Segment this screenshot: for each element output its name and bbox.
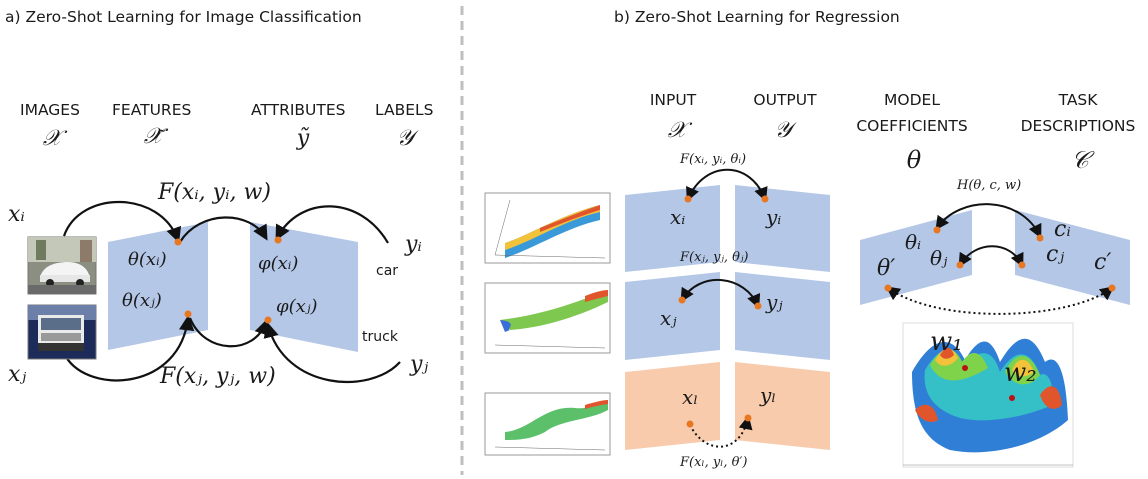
output-y-l: yₗ [760,383,777,407]
features-symbol: 𝒳̃ [143,124,163,149]
images-symbol: 𝒳 [42,126,62,151]
images-header: IMAGES [20,101,80,119]
arrow-xl-yl [689,415,753,448]
panel-a-title: a) Zero-Shot Learning for Image Classifi… [5,8,362,26]
output-y-j: yⱼ [766,290,783,314]
truck-photo [27,304,97,360]
arrow-theta-j-cj [958,245,1024,268]
task-symbol: 𝒞 [1071,146,1089,174]
task-plane [1015,210,1130,305]
theta-i-coef: θᵢ [905,230,922,254]
y-j-label: yⱼ [410,352,429,377]
phi-i-label: φ(xᵢ) [258,253,299,274]
arrow-xj-yj [680,278,761,309]
output-plane-j [735,272,830,360]
arrow-theta-j-to-phi-j [188,317,270,348]
input-plane-i [625,185,720,272]
attributes-symbol: ỹ [296,126,310,151]
x-j-label: xⱼ [8,362,27,387]
surface-thumb-3 [484,392,611,456]
output-y-i: yᵢ [766,205,782,229]
output-plane-l [735,362,830,450]
surface-thumb-2 [484,282,611,354]
w1-label: w₁ [930,327,963,357]
panel-b-title: b) Zero-Shot Learning for Regression [614,8,900,26]
dot-theta-j [184,310,192,318]
loss-landscape [902,322,1074,468]
w2-label: w₂ [1004,358,1037,388]
features-plane [108,222,208,350]
labels-symbol: 𝒴 [396,126,414,151]
theta-j-label: θ(xⱼ) [122,290,162,311]
dot-theta-i [174,238,182,246]
arrow-xi-to-theta-i [62,200,182,243]
surface-thumb-1 [484,192,611,264]
task-header-2: DESCRIPTIONS [1020,117,1136,135]
arrow-yj-to-phi-j [263,322,401,384]
arrow-theta-i-ci [935,203,1042,239]
c-i-desc: cᵢ [1054,217,1071,242]
task-header-1: TASK [1058,91,1098,109]
attributes-plane [250,222,358,352]
f-l-label: F(xₗ, yₗ, θ′) [680,455,748,470]
x-i-label: xᵢ [8,202,25,227]
car-photo [27,236,97,295]
input-x-l: xₗ [682,385,699,409]
input-symbol: 𝒳 [667,118,687,143]
theta-i-label: θ(xᵢ) [128,249,167,270]
arrow-xi-yi [686,168,768,202]
dot-phi-i [274,236,282,244]
arrow-theta-p-cp [885,286,1115,315]
f-i-label: F(xᵢ, yᵢ, θᵢ) [680,152,747,167]
features-header: FEATURES [112,101,192,119]
input-header: INPUT [649,91,697,109]
arrow-xj-to-theta-j [65,314,195,382]
output-header: OUTPUT [753,91,817,109]
truck-label: truck [362,329,398,345]
h-label: H(θ, c, w) [957,178,1022,193]
car-label: car [376,263,399,279]
model-symbol: θ [906,146,922,174]
input-x-i: xᵢ [670,205,686,229]
c-prime-desc: c′ [1094,250,1112,275]
f-j-label: F(xⱼ, yⱼ, θⱼ) [680,250,749,265]
model-header-2: COEFFICIENTS [856,117,968,135]
phi-j-label: φ(xⱼ) [276,296,318,317]
output-symbol: 𝒴 [774,118,792,143]
theta-prime-coef: θ′ [877,256,896,281]
y-i-label: yᵢ [405,232,422,257]
attributes-header: ATTRIBUTES [251,101,346,119]
model-header-1: MODEL [884,91,940,109]
f-bottom-label: F(xⱼ, yⱼ, w) [160,364,276,389]
input-x-j: xⱼ [660,306,677,330]
theta-j-coef: θⱼ [930,246,948,270]
output-plane-i [735,185,830,272]
c-j-desc: cⱼ [1046,242,1065,267]
arrow-theta-i-to-phi-i [179,216,268,243]
labels-header: LABELS [375,101,434,119]
arrow-yi-to-phi-i [275,205,389,244]
input-plane-l [625,362,720,450]
dot-phi-j [264,316,272,324]
f-top-label: F(xᵢ, yᵢ, w) [158,180,271,205]
